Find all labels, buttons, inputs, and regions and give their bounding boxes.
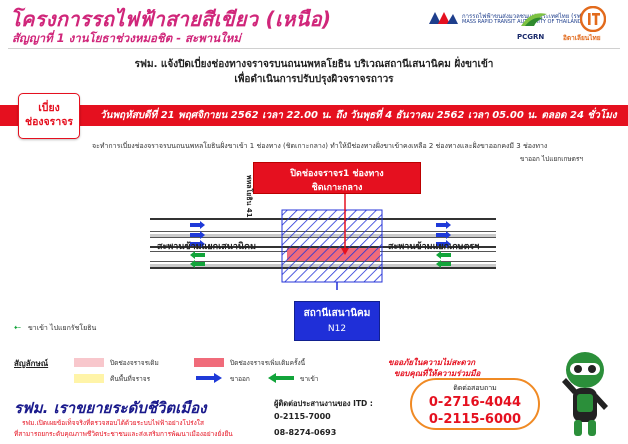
detour-badge-line-2: ช่องจราจร [24, 116, 74, 128]
inbound-direction-label: ขาเข้า ไปแยกรัชโยธิน [28, 324, 97, 332]
legend-outbound-arrow-icon [196, 373, 222, 383]
apology-line-1: ขออภัยในความไม่สะดวก [388, 358, 476, 367]
itd-contact-phone-1: 0-2115-7000 [274, 412, 331, 421]
hotline-box [410, 378, 540, 430]
closure-callout-line-1: ปิดช่องจราจร1 ช่องทาง [290, 169, 384, 179]
header-divider [8, 48, 620, 49]
legend-inbound-arrow-icon [268, 373, 294, 383]
bridge-label-senanikhom: สะพานข้ามแยกเสนานิคม [157, 242, 257, 252]
station-name: สถานีเสนานิคม [303, 308, 371, 319]
outbound-direction-label: ขาออก ไปแยกเกษตรฯ [520, 155, 584, 163]
date-range: วันพฤหัสบดีที่ 21 พฤศจิกายน 2562 เวลา 22… [100, 110, 617, 121]
legend-swatch-closed-new [194, 358, 224, 367]
legend-label-outbound: ขาออก [230, 375, 250, 383]
legend-swatch-returned [74, 374, 104, 383]
mrta-logo-icon [426, 8, 458, 26]
legend-label-closed-existing: ปิดช่องจราจรเดิม [110, 359, 159, 367]
closure-callout [253, 162, 421, 194]
soi-label: พหลโยธิน 41 [245, 175, 253, 218]
footer-line-2: ที่สามารถยกระดับคุณภาพชีวิตประชาชนและส่ง… [14, 430, 233, 438]
footer-line-1: รฟม.เปิดเผยข้อเท็จจริงที่ตรวจสอบได้ด้วยร… [22, 419, 204, 427]
road-diagram [150, 194, 496, 290]
contract-line: สัญญาที่ 1 งานโยธาช่วงหมอชิต - สะพานใหม่ [12, 31, 241, 45]
announcement-line-1: รฟม. แจ้งปิดเบี่ยงช่องทางจราจรบนถนนพหลโย… [134, 59, 494, 70]
itd-contact-phone-2: 08-8274-0693 [274, 428, 337, 437]
project-title: โครงการรถไฟฟ้าสายสีเขียว (เหนือ) [10, 7, 332, 31]
detour-badge-line-1: เบี่ยง [38, 102, 60, 114]
inbound-arrows [190, 251, 451, 268]
itd-contact-label: ผู้ติดต่อประสานงานของ ITD : [274, 399, 373, 408]
detour-badge: เบี่ยง ช่องจราจร [18, 93, 80, 139]
station-callout [294, 301, 380, 341]
date-band [0, 105, 628, 126]
announcement-line-2: เพื่อดำเนินการปรับปรุงผิวจราจรถาวร [234, 74, 394, 85]
closure-description: จะทำการเบี่ยงช่องจราจรบนถนนพหลโยธินฝั่งข… [92, 142, 548, 150]
outbound-arrows [190, 221, 451, 248]
apology-line-2: ขอบคุณที่ให้ความร่วมมือ [394, 369, 481, 378]
pcgrn-label: PCGRN [517, 33, 545, 41]
inbound-arrow-icon: ⇠ [14, 323, 21, 332]
station-code: N12 [327, 324, 347, 334]
legend-swatch-closed-existing [74, 358, 104, 367]
hotline-phone-1: 0-2716-4044 [428, 395, 522, 410]
legend-label-returned: คืนพื้นที่จราจร [110, 375, 151, 383]
italian-thai-label: อิตาเลียนไทย [563, 34, 601, 42]
hotline-phone-2: 0-2115-6000 [428, 412, 522, 427]
station-footprint [281, 209, 383, 283]
mascot-icon [562, 352, 608, 436]
closure-callout-line-2: ชิดเกาะกลาง [311, 183, 363, 193]
mrta-slogan: รฟม. เราขยายระดับชีวิตเมือง [14, 399, 207, 417]
legend-label-inbound: ขาเข้า [300, 375, 319, 383]
pcgrn-logo-icon [521, 13, 547, 26]
legend-title: สัญลักษณ์ [14, 359, 49, 368]
italian-thai-logo-icon [580, 6, 606, 32]
legend-label-closed-new: ปิดช่องจราจรเพิ่มเติมครั้งนี้ [230, 359, 306, 367]
hotline-label: ติดต่อสอบถาม [453, 384, 497, 392]
bridge-label-kaset: สะพานข้ามแยกเกษตรฯ [388, 242, 480, 252]
mrta-name-th: การรถไฟฟ้าขนส่งมวลชนแห่งประเทศไทย (รฟม.) [462, 13, 590, 20]
